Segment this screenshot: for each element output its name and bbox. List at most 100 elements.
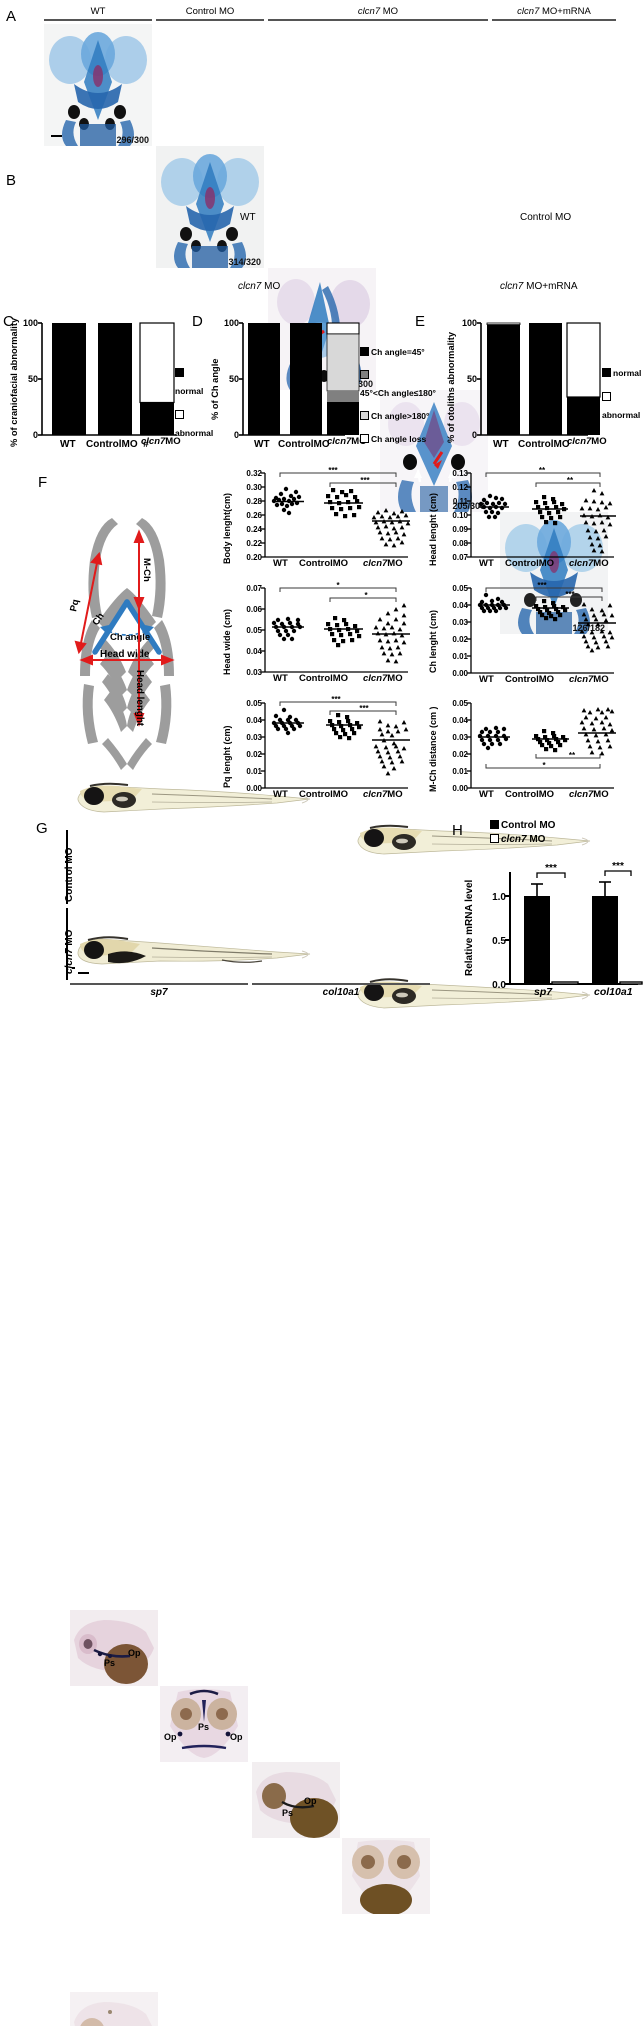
panel-c-xtick-clcn7-italic: clcn7 [141, 436, 166, 447]
panel-a-rule-clcn7mo [268, 19, 488, 21]
panel-f-chart-head-wide: Head wide (cm) 0.07 0.06 0.05 0.04 0.03 … [218, 581, 414, 697]
series-control-points [534, 729, 568, 753]
label-pq: Pq [68, 598, 81, 612]
panel-g-image-sp7-clcn7-lateral [70, 1992, 158, 2026]
series-control-points [326, 488, 362, 519]
panel-a-group-wt: WT [44, 6, 152, 21]
series-wt-points [271, 707, 303, 736]
panel-g-image-sp7-control-lateral: Ps Op [70, 1610, 158, 1686]
panel-g-label-ps-2: Ps [198, 1722, 210, 1732]
panel-a-title-wt: WT [90, 6, 106, 17]
sig-1: * [336, 581, 340, 590]
panel-e-letter: E [415, 313, 426, 330]
panel-h-legend-swatch-clcn7 [490, 834, 499, 843]
panel-a-group-clcn7mo: clcn7 MO [268, 6, 488, 21]
sig-bracket-ctrl-clcn7-below [535, 754, 601, 759]
panel-d-chart: % of Ch angle 100 50 0 WT ControlMO clcn… [190, 305, 436, 465]
sig-bracket-ctrl-clcn7 [329, 597, 397, 602]
series-clcn7-points [579, 488, 613, 554]
xtick-clcn7: clcn7MO [363, 789, 403, 800]
ch-length-scatter-svg: Ch lenght (cm) 0.05 0.04 0.03 0.02 0.01 … [428, 581, 616, 678]
sig-2: *** [565, 590, 575, 599]
panel-e-xtick-control: ControlMO [518, 439, 570, 450]
panel-d-ylabel: % of Ch angle [210, 359, 220, 420]
panel-c-ylabel: % of craniofacial abnormality [9, 317, 19, 447]
panel-e-legend: normal abnormal [602, 363, 644, 423]
tick-0.24: 0.24 [246, 525, 262, 534]
tick-0.02: 0.02 [452, 635, 468, 644]
tick-0.03: 0.03 [246, 668, 262, 677]
panel-d-legend-swatch-1 [360, 370, 369, 379]
panel-e-bar-control-normal [529, 323, 562, 435]
larva-lateral-clcn7-svg [77, 936, 311, 965]
sig-1: ** [539, 466, 546, 475]
panel-b-label-rescue: clcn7 MO+mRNA [500, 281, 610, 292]
panel-d-xtick-clcn7-plain: MO [351, 436, 367, 447]
label-ch-angle: Ch angle [110, 632, 150, 643]
panel-f-chart-mch-distance: M-Ch distance (cm ) 0.05 0.04 0.03 0.02 … [424, 696, 620, 812]
tick-0.28: 0.28 [246, 497, 262, 506]
panel-e-bar-clcn7-abnormal [566, 322, 601, 398]
series-clcn7-points [373, 719, 409, 776]
panel-g-label-op-2a: Op [164, 1732, 177, 1742]
tick-0.00: 0.00 [246, 784, 262, 793]
panel-b-image-clcn7mo [72, 928, 318, 972]
series-control-points [534, 599, 568, 622]
xtick-wt: WT [479, 674, 494, 685]
larva-lateral-control-svg [357, 824, 591, 855]
panel-d-bar-clcn7-loss [326, 322, 360, 335]
panel-d-xtick-clcn7-italic: clcn7 [327, 436, 352, 447]
panel-e-xtick-wt: WT [493, 439, 509, 450]
sig-bracket-wt-clcn7 [279, 587, 397, 592]
xtick-control: ControlMO [299, 558, 349, 569]
panel-a-count-wt: 296/300 [116, 135, 149, 145]
panel-g-image-col10a1-control-dorsal [342, 1838, 430, 1914]
panel-c-legend-label-normal: normal [175, 386, 204, 396]
panel-h-ylabel: Relative mRNA level [464, 879, 475, 976]
sig-1: *** [537, 581, 547, 590]
panel-h-bar-col10a1-clcn7 [619, 981, 643, 985]
panel-h-ytick-0.0: 0.0 [492, 980, 506, 991]
panel-c-bar-wt-normal [52, 323, 86, 435]
panel-b-label-clcn7mo: clcn7 MO [238, 281, 328, 292]
tick-0.04: 0.04 [246, 716, 262, 725]
panel-a-image-wt: 296/300 [44, 24, 152, 146]
panel-e-legend-label-normal: normal [613, 368, 642, 378]
red-arrow-2 [432, 451, 444, 469]
xtick-wt: WT [273, 558, 288, 569]
panel-h-legend-item-control: Control MO [490, 820, 555, 831]
panel-c-legend-swatch-normal [175, 368, 184, 377]
panel-h-ytick-1.0: 1.0 [492, 892, 506, 903]
xtick-wt: WT [479, 558, 494, 569]
panel-g-image-col10a1-control-lateral: Ps Op [252, 1762, 340, 1838]
panel-g-gene-rule-col10a1 [252, 983, 430, 985]
panel-b-image-wt [72, 778, 318, 820]
panel-c-legend: normal abnormal [175, 363, 213, 441]
craniofacial-stain-clcn7-2-svg [380, 390, 488, 512]
panel-e-bar-clcn7-normal [567, 397, 600, 435]
series-wt-points [477, 725, 509, 751]
panel-h-xtick-col10a1: col10a1 [594, 986, 633, 998]
panel-g-label-ps-1: Ps [104, 1658, 116, 1668]
panel-d-bar-wt [248, 323, 280, 435]
tick-0.07: 0.07 [246, 584, 262, 593]
sig-bracket-wt-clcn7 [279, 701, 397, 706]
panel-c-legend-item-0: normal [175, 363, 213, 399]
xtick-control: ControlMO [505, 558, 555, 569]
panel-h-legend-label-control: Control MO [501, 820, 556, 831]
panel-a-title-clcn7-mo: MO [380, 6, 399, 17]
panel-b-label-clcn7mo-italic: clcn7 [238, 281, 262, 292]
panel-h-legend-label-clcn7-italic: clcn7 [501, 834, 527, 845]
xtick-wt: WT [479, 789, 494, 800]
xtick-wt: WT [273, 789, 288, 800]
series-clcn7-points [579, 707, 615, 756]
panel-b-label-rescue-plain: MO+mRNA [523, 281, 578, 292]
tick-0.05: 0.05 [246, 626, 262, 635]
tick-0.01: 0.01 [452, 767, 468, 776]
panel-h-chart: Relative mRNA level 1.0 0.5 0.0 [452, 852, 644, 1012]
panel-h-xtick-sp7: sp7 [534, 986, 552, 998]
panel-h-sig-bracket-sp7 [536, 872, 566, 878]
panel-b-image-rescue [352, 972, 598, 1016]
panel-a-title-control: Control MO [185, 6, 235, 17]
panel-e-ylabel: % of otoliths abnormality [446, 331, 456, 443]
